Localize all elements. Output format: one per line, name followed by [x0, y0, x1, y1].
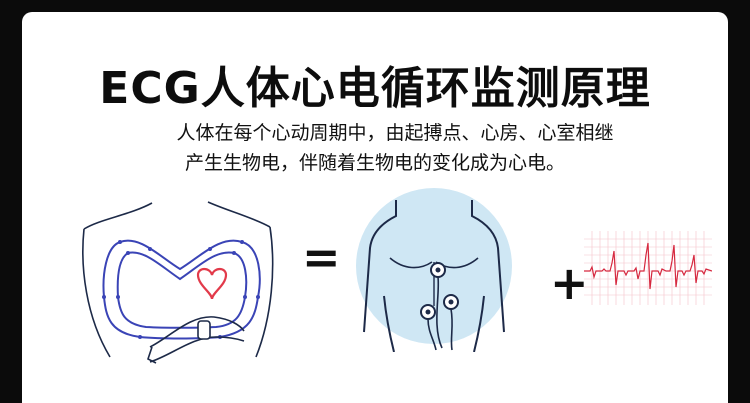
ecg-waveform-icon	[584, 231, 712, 305]
description-line-1: 人体在每个心动周期中，由起搏点、心房、心室相继	[176, 122, 614, 144]
page-title: ECG人体心电循环监测原理	[99, 63, 651, 114]
plus-sign: +	[550, 256, 589, 310]
description-line-2: 产生生物电，伴随着生物电的变化成为心电。	[184, 152, 565, 174]
chest-electrodes-icon	[356, 188, 512, 352]
equals-sign: =	[302, 230, 341, 284]
heart-icon	[196, 267, 228, 300]
infographic-card: ECG人体心电循环监测原理 人体在每个心动周期中，由起搏点、心房、心室相继 产生…	[22, 12, 728, 403]
torso-circulation-icon	[82, 201, 274, 364]
